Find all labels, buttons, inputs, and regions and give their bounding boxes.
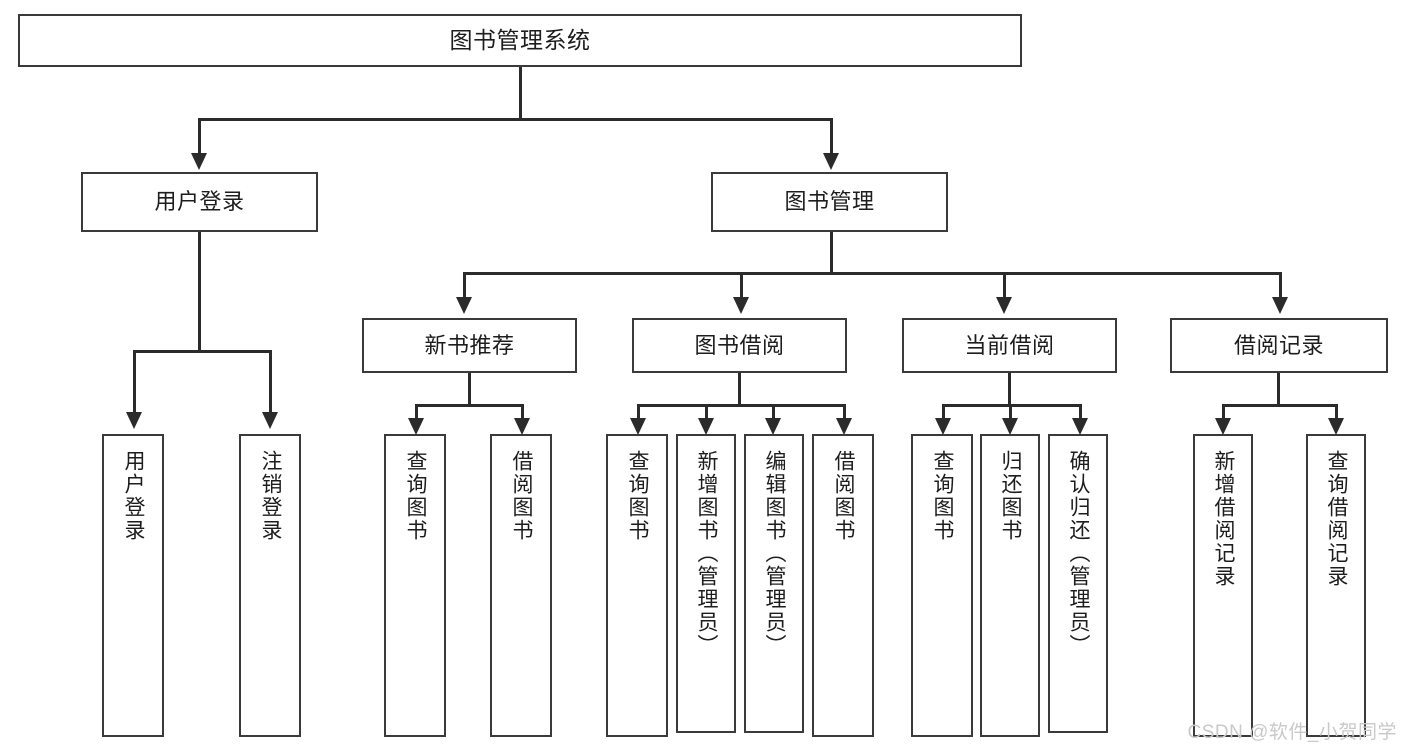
node-label: 查询图书 [404, 450, 428, 542]
connector-book-mgmt-stem [830, 232, 833, 274]
watermark-text: CSDN @软件_小贺同学 [1187, 722, 1397, 743]
arrowhead-borrow-record [1272, 297, 1288, 314]
connector-new-book-branch-1 [415, 404, 418, 421]
connector-new-book-bus [415, 404, 523, 407]
connector-new-book-branch-2 [521, 404, 524, 421]
node-label: 用户登录 [154, 189, 245, 215]
connector-bb-branch-2 [705, 404, 708, 421]
node-label: 图书借阅 [694, 332, 785, 358]
connector-cb-branch-3 [1079, 404, 1082, 421]
leaf-bb-borrow-book[interactable]: 借阅图书 [812, 434, 874, 737]
leaf-cb-query-book[interactable]: 查询图书 [911, 434, 973, 737]
connector-bb-branch-3 [772, 404, 775, 421]
node-label: 当前借阅 [964, 332, 1055, 358]
leaf-user-login[interactable]: 用户登录 [102, 434, 164, 737]
node-root-system[interactable]: 图书管理系统 [18, 14, 1022, 67]
node-label: 归还图书 [999, 450, 1023, 542]
connector-current-borrow-bus [942, 404, 1081, 407]
connector-user-login-branch-1 [133, 350, 136, 414]
arrowhead-leaf-user-login [126, 412, 142, 429]
leaf-nb-borrow-book[interactable]: 借阅图书 [490, 434, 552, 737]
node-label: 图书管理 [784, 189, 875, 215]
connector-root-bus [198, 118, 832, 121]
arrowhead-cb-return [1002, 418, 1018, 435]
node-label: 新书推荐 [424, 332, 515, 358]
leaf-bb-query-book[interactable]: 查询图书 [606, 434, 668, 737]
connector-br-branch-1 [1222, 404, 1225, 421]
arrowhead-leaf-logout [262, 412, 278, 429]
node-label: 借阅图书 [832, 450, 856, 542]
node-label: 查询图书 [626, 450, 650, 542]
connector-current-borrow-stem [1008, 373, 1011, 406]
connector-bb-branch-1 [637, 404, 640, 421]
arrowhead-new-book-rec [456, 297, 472, 314]
arrowhead-root-to-user-login [191, 153, 207, 170]
leaf-cb-return-book[interactable]: 归还图书 [980, 434, 1040, 737]
node-label: 注销登录 [259, 450, 283, 542]
leaf-logout[interactable]: 注销登录 [239, 434, 301, 737]
node-label: 借阅图书 [510, 450, 534, 542]
node-label: 编辑图书（管理员） [763, 450, 787, 657]
leaf-bb-edit-book-admin[interactable]: 编辑图书（管理员） [744, 434, 804, 733]
arrowhead-bb-query [630, 418, 646, 435]
leaf-br-add-record[interactable]: 新增借阅记录 [1193, 434, 1253, 737]
connector-cb-branch-2 [1009, 404, 1012, 421]
arrowhead-nb-borrow [514, 418, 530, 435]
arrowhead-bb-borrow [836, 418, 852, 435]
connector-borrow-record-bus [1222, 404, 1337, 407]
node-book-borrow[interactable]: 图书借阅 [632, 318, 847, 373]
node-label: 图书管理系统 [449, 26, 591, 53]
leaf-cb-confirm-return-admin[interactable]: 确认归还（管理员） [1048, 434, 1108, 733]
arrowhead-bb-edit [765, 418, 781, 435]
node-label: 用户登录 [122, 450, 146, 542]
connector-user-login-branch-2 [269, 350, 272, 414]
connector-user-login-stem [198, 232, 201, 352]
node-label: 借阅记录 [1233, 332, 1324, 358]
connector-book-mgmt-branch-1 [463, 272, 466, 299]
connector-user-login-bus [133, 350, 271, 353]
node-current-borrow[interactable]: 当前借阅 [902, 318, 1117, 373]
node-borrow-record[interactable]: 借阅记录 [1170, 318, 1388, 373]
leaf-nb-query-book[interactable]: 查询图书 [384, 434, 446, 737]
connector-cb-branch-1 [942, 404, 945, 421]
node-label: 新增借阅记录 [1212, 450, 1236, 588]
node-new-book-recommend[interactable]: 新书推荐 [362, 318, 577, 373]
arrowhead-br-query [1328, 418, 1344, 435]
node-label: 查询图书 [931, 450, 955, 542]
node-label: 新增图书（管理员） [695, 450, 719, 657]
arrowhead-nb-query [408, 418, 424, 435]
connector-book-borrow-stem [738, 373, 741, 406]
arrowhead-book-borrow [733, 297, 749, 314]
node-book-management[interactable]: 图书管理 [711, 172, 948, 232]
connector-book-borrow-bus [637, 404, 845, 407]
connector-book-mgmt-branch-4 [1279, 272, 1282, 299]
connector-book-mgmt-branch-3 [1003, 272, 1006, 299]
node-user-login[interactable]: 用户登录 [81, 172, 318, 232]
arrowhead-cb-query [935, 418, 951, 435]
node-label: 确认归还（管理员） [1067, 450, 1091, 657]
arrowhead-br-add [1215, 418, 1231, 435]
node-label: 查询借阅记录 [1325, 450, 1349, 588]
leaf-bb-add-book-admin[interactable]: 新增图书（管理员） [676, 434, 736, 733]
connector-book-mgmt-bus [463, 272, 1281, 275]
arrowhead-cb-confirm [1072, 418, 1088, 435]
connector-bb-branch-4 [843, 404, 846, 421]
connector-root-stem [519, 67, 522, 119]
connector-borrow-record-stem [1277, 373, 1280, 406]
connector-root-to-book-mgmt [830, 118, 833, 155]
connector-new-book-stem [468, 373, 471, 406]
arrowhead-root-to-book-mgmt [823, 153, 839, 170]
connector-root-to-user-login [198, 118, 201, 155]
connector-br-branch-2 [1335, 404, 1338, 421]
leaf-br-query-record[interactable]: 查询借阅记录 [1306, 434, 1366, 737]
connector-book-mgmt-branch-2 [740, 272, 743, 299]
arrowhead-bb-add [698, 418, 714, 435]
arrowhead-current-borrow [996, 297, 1012, 314]
